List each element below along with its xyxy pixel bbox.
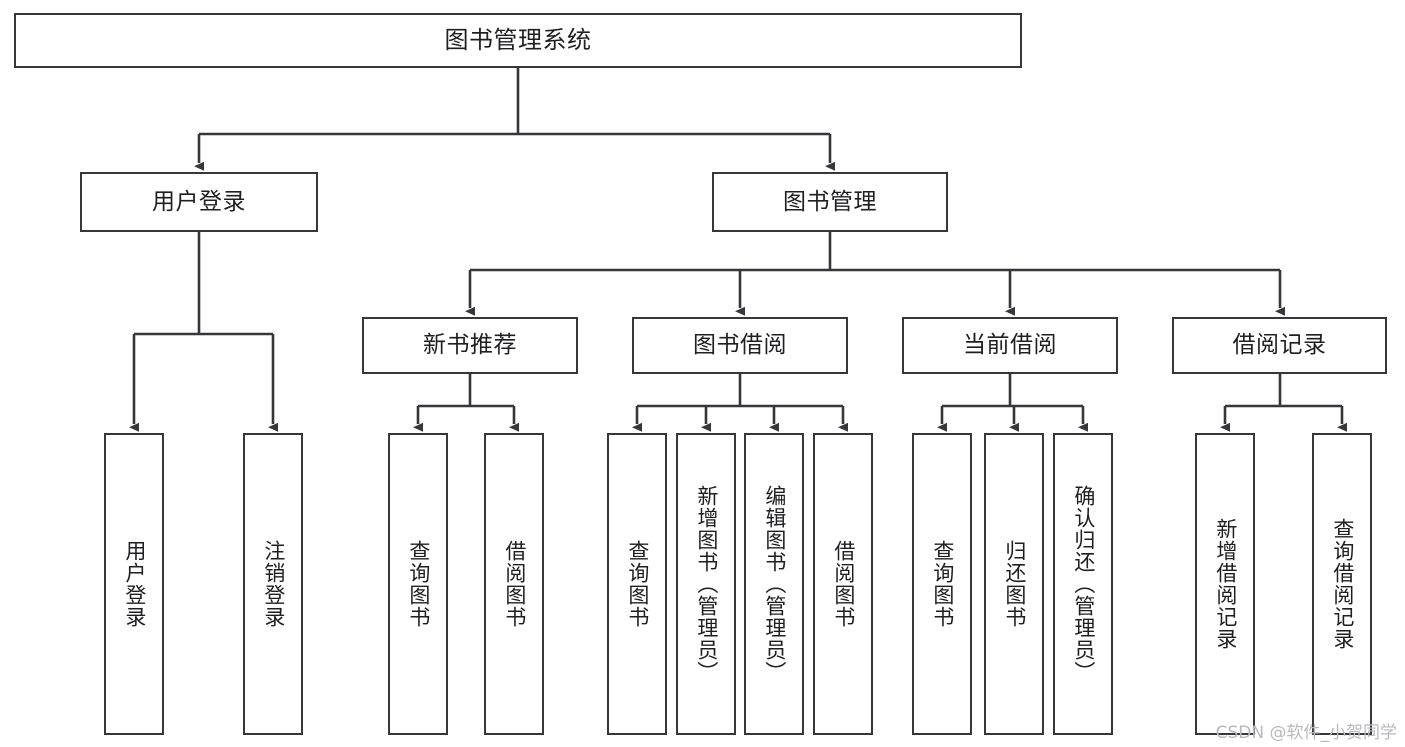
- node-leaf-confirm-return[interactable]: 确认归还（管理员）: [1053, 433, 1113, 735]
- node-user-login[interactable]: 用户登录: [80, 172, 318, 232]
- node-book-borrow[interactable]: 图书借阅: [632, 317, 848, 374]
- node-leaf-query-book-1[interactable]: 查询图书: [388, 433, 448, 735]
- node-leaf-user-login-label: 用户登录: [122, 540, 147, 628]
- node-book-borrow-label: 图书借阅: [693, 332, 787, 359]
- node-current-borrow-label: 当前借阅: [963, 332, 1057, 359]
- node-leaf-user-logout[interactable]: 注销登录: [243, 433, 303, 735]
- node-leaf-query-book-2-label: 查询图书: [625, 540, 650, 628]
- node-leaf-query-book-2[interactable]: 查询图书: [607, 433, 667, 735]
- node-new-book-recommend-label: 新书推荐: [423, 332, 517, 359]
- node-leaf-edit-book-label: 编辑图书（管理员）: [762, 485, 787, 683]
- node-leaf-add-book[interactable]: 新增图书（管理员）: [676, 433, 736, 735]
- node-current-borrow[interactable]: 当前借阅: [902, 317, 1118, 374]
- node-leaf-add-book-label: 新增图书（管理员）: [694, 485, 719, 683]
- node-leaf-query-borrow-record-label: 查询借阅记录: [1330, 518, 1355, 650]
- node-leaf-query-book-3[interactable]: 查询图书: [912, 433, 972, 735]
- node-leaf-borrow-book-2-label: 借阅图书: [831, 540, 856, 628]
- node-book-manage-label: 图书管理: [783, 188, 877, 215]
- node-leaf-user-logout-label: 注销登录: [261, 540, 286, 628]
- node-leaf-user-login[interactable]: 用户登录: [104, 433, 164, 735]
- node-leaf-return-book-label: 归还图书: [1002, 540, 1027, 628]
- node-book-manage[interactable]: 图书管理: [712, 172, 948, 232]
- node-leaf-edit-book[interactable]: 编辑图书（管理员）: [744, 433, 804, 735]
- node-leaf-add-borrow-record[interactable]: 新增借阅记录: [1195, 433, 1255, 735]
- node-leaf-query-book-1-label: 查询图书: [406, 540, 431, 628]
- node-leaf-borrow-book-1-label: 借阅图书: [502, 540, 527, 628]
- node-borrow-record-label: 借阅记录: [1232, 332, 1327, 359]
- node-leaf-query-borrow-record[interactable]: 查询借阅记录: [1312, 433, 1372, 735]
- node-borrow-record[interactable]: 借阅记录: [1172, 317, 1387, 374]
- node-leaf-return-book[interactable]: 归还图书: [984, 433, 1044, 735]
- node-user-login-label: 用户登录: [152, 188, 246, 215]
- node-new-book-recommend[interactable]: 新书推荐: [362, 317, 578, 374]
- node-leaf-add-borrow-record-label: 新增借阅记录: [1213, 518, 1238, 650]
- node-root[interactable]: 图书管理系统: [14, 13, 1022, 68]
- node-leaf-query-book-3-label: 查询图书: [930, 540, 955, 628]
- node-leaf-confirm-return-label: 确认归还（管理员）: [1071, 485, 1096, 683]
- node-leaf-borrow-book-1[interactable]: 借阅图书: [484, 433, 544, 735]
- node-root-label: 图书管理系统: [444, 25, 592, 54]
- node-leaf-borrow-book-2[interactable]: 借阅图书: [813, 433, 873, 735]
